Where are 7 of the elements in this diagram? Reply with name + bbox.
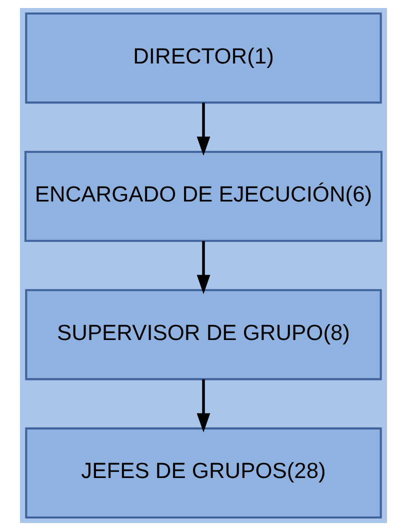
node-box: SUPERVISOR DE GRUPO(8) xyxy=(24,289,382,380)
arrow xyxy=(196,379,210,432)
arrow xyxy=(196,102,210,156)
node-box: JEFES DE GRUPOS(28) xyxy=(24,427,382,518)
node-box: DIRECTOR(1) xyxy=(24,12,382,104)
node-box: ENCARGADO DE EJECUCIÓN(6) xyxy=(24,150,382,242)
arrow xyxy=(196,241,210,294)
